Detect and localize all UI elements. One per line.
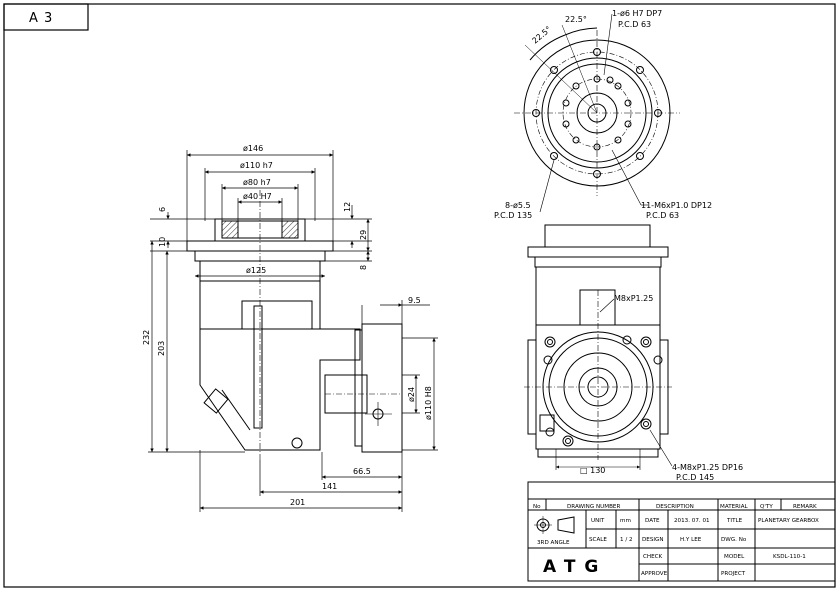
hole-spec-1: 1-ø6 H7 DP7 [612,9,662,18]
hole-spec-4: 4-M8xP1.25 DP16 [672,463,743,472]
hole-spec-2-pcd: P.C.D 135 [494,211,532,220]
project-label: PROJECT [721,571,746,577]
hdr-qty: Q'TY [760,504,773,510]
scale-label: SCALE [589,537,607,543]
dim-66-5: 66.5 [353,467,371,476]
dim-29: 29 [359,230,368,240]
dim-d125: ø125 [246,266,266,275]
dim-d146: ø146 [243,144,263,153]
side-view-dimension-text: ø146 ø110 h7 ø80 h7 ø40 H7 ø125 6 10 232… [142,144,433,507]
hdr-drawing-number: DRAWING NUMBER [567,504,620,510]
housing-hole [291,437,303,449]
design-label: DESIGN [642,537,664,543]
hole-spec-3: 11-M6xP1.0 DP12 [641,201,712,210]
thread-spec: M8xP1.25 [614,294,653,303]
side-view-dimensions [148,150,438,512]
hdr-material: MATERIAL [720,504,749,510]
sheet-border [3,3,836,588]
check-label: CHECK [643,554,663,560]
model-value: KSDL-110-1 [773,554,806,560]
dim-6: 6 [158,207,167,212]
top-view [514,24,680,196]
dim-232: 232 [142,330,151,345]
title-label: TITLE [726,518,743,524]
dim-10: 10 [158,237,167,247]
model-label: MODEL [724,554,745,560]
dim-d40H7: ø40 H7 [243,192,272,201]
dim-d24: ø24 [407,387,416,402]
hole-spec-4-pcd: P.C.D 145 [676,473,714,482]
projection-label: 3RD ANGLE [537,540,570,546]
front-view [524,224,672,460]
dim-141: 141 [322,482,337,491]
top-view-annotations [539,13,648,213]
hole-spec-3-pcd: P.C.D 63 [646,211,679,220]
dim-d110H8: ø110 H8 [424,386,433,420]
dim-d80h7: ø80 h7 [243,178,271,187]
title-value: PLANETARY GEARBOX [758,518,819,524]
design-value: H.Y LEE [680,537,702,543]
hdr-description: DESCRIPTION [656,504,694,510]
hdr-remark: REMARK [793,504,817,510]
unit-value: mm [620,518,631,524]
front-view-text: M8xP1.25 □ 130 4-M8xP1.25 DP16 P.C.D 145 [580,294,743,482]
title-block-text: No DRAWING NUMBER DESCRIPTION MATERIAL Q… [533,504,819,577]
hdr-no: No [533,504,541,510]
unit-label: UNIT [591,518,605,524]
dim-203: 203 [157,341,166,356]
angle-label-2: 22.5° [565,15,587,24]
housing-slot [253,305,263,429]
gear-housing-body [199,328,361,451]
title-block [527,481,836,582]
side-view [186,190,403,460]
company-logo: ATG [543,557,607,577]
date-value: 2013. 07. 01 [674,518,710,524]
dim-201: 201 [290,498,305,507]
scale-value: 1 / 2 [620,537,633,543]
hole-spec-2: 8-ø5.5 [505,201,531,210]
square-size: □ 130 [580,466,605,475]
dim-12: 12 [343,202,352,212]
dim-d110h7: ø110 h7 [240,161,273,170]
hole-spec-1-pcd: P.C.D 63 [618,20,651,29]
dwg-no-label: DWG. No [721,537,747,543]
input-flange [361,323,403,453]
dim-9-5: 9.5 [408,296,421,305]
sheet-size-box: A 3 [3,3,89,31]
approve-label: APPROVE [641,571,668,577]
date-label: DATE [645,518,660,524]
front-view-annotations [555,298,673,470]
sheet-size-label: A 3 [29,11,53,26]
front-top-flange [544,224,651,248]
dim-8: 8 [359,265,368,270]
